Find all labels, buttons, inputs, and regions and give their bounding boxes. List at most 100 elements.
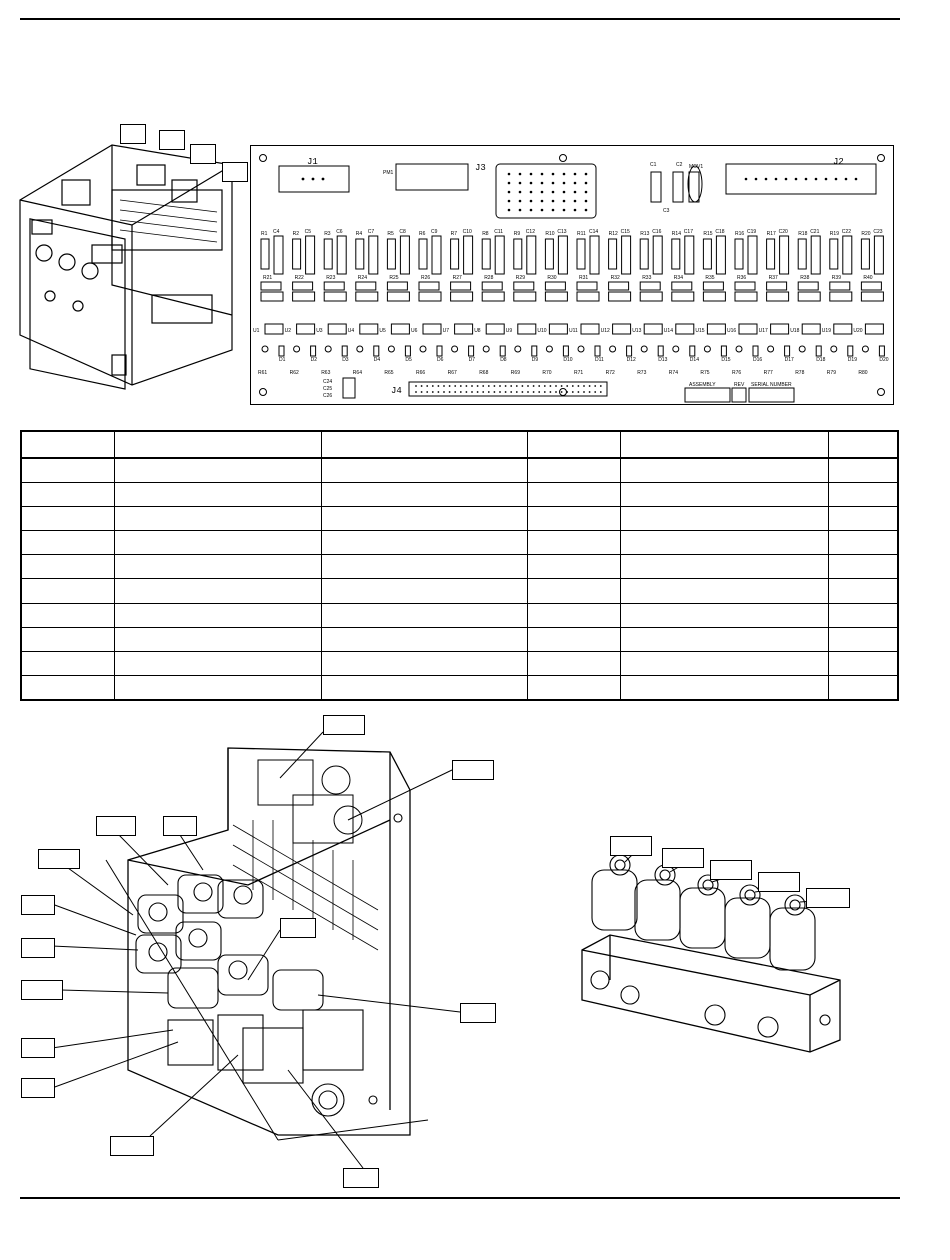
resistor-label: R76	[732, 370, 741, 376]
ic-chip	[359, 323, 379, 335]
led	[735, 345, 743, 353]
pin	[566, 385, 569, 387]
callout-box	[120, 124, 146, 144]
cap-label: C15	[621, 229, 630, 235]
pin	[515, 385, 518, 387]
diode-label: D4	[374, 357, 381, 363]
resistor	[608, 238, 618, 270]
capacitor	[273, 235, 284, 275]
component	[829, 291, 853, 302]
table-cell	[113, 578, 322, 604]
pin	[507, 208, 511, 212]
pin	[551, 199, 555, 203]
callout-box	[21, 1038, 55, 1058]
cap-label: C13	[557, 229, 566, 235]
diode	[815, 345, 822, 357]
ic-chip	[738, 323, 758, 335]
cap-label: C5	[305, 229, 312, 235]
pin	[529, 172, 533, 176]
pin	[471, 385, 473, 387]
pin	[301, 177, 305, 181]
table-cell	[526, 650, 621, 676]
connector-j1	[278, 165, 350, 193]
cap-label: C2	[676, 162, 683, 168]
mounting-hole	[559, 388, 567, 396]
pin	[493, 385, 496, 387]
pin	[834, 177, 838, 181]
connector-j4	[408, 381, 608, 397]
diode	[468, 345, 475, 357]
resistor-label: R5	[387, 231, 394, 237]
resistor	[766, 238, 776, 270]
resistor-label: R70	[542, 370, 551, 376]
callout-box	[110, 1136, 154, 1156]
ic-chip	[801, 323, 821, 335]
pin	[584, 172, 588, 176]
ic-label: U18	[790, 328, 799, 334]
cap-label: C9	[431, 229, 438, 235]
table-cell	[827, 530, 899, 556]
resistor-label: R18	[798, 231, 807, 237]
callout-box	[452, 760, 494, 780]
resistor	[292, 281, 314, 291]
callout-box	[21, 895, 55, 915]
pin	[562, 208, 566, 212]
rev-box	[731, 387, 747, 403]
ic-chip	[675, 323, 695, 335]
callout-box	[163, 816, 197, 836]
pin	[562, 190, 566, 194]
resistor-label: R3	[324, 231, 331, 237]
cap-label: C20	[779, 229, 788, 235]
ic-label: U4	[348, 328, 355, 334]
pin	[540, 172, 544, 176]
table-cell	[320, 626, 528, 652]
table-cell	[827, 626, 899, 652]
bottom-rule	[20, 1197, 900, 1199]
table-cell	[619, 457, 829, 484]
pin	[459, 391, 462, 393]
diode	[499, 345, 506, 357]
callout-box	[343, 1168, 379, 1188]
table-cell	[526, 578, 621, 604]
serial-box	[748, 387, 795, 403]
resistor-label: R80	[858, 370, 867, 376]
cap-label: C23	[873, 229, 882, 235]
resistor	[386, 238, 396, 270]
cap-label: C19	[747, 229, 756, 235]
mounting-hole	[259, 388, 267, 396]
resistor-label: R72	[606, 370, 615, 376]
diode-label: D2	[311, 357, 318, 363]
led	[672, 345, 680, 353]
capacitor	[652, 235, 663, 275]
table-row	[20, 554, 899, 580]
diode-label: D16	[753, 357, 762, 363]
table-row	[20, 457, 899, 484]
resistor-label: R1	[261, 231, 268, 237]
table-cell	[113, 457, 322, 484]
pin	[521, 391, 524, 393]
resistor-label: R79	[827, 370, 836, 376]
diode-label: D20	[879, 357, 888, 363]
pin	[540, 190, 544, 194]
manifold-drawing	[570, 830, 860, 1060]
ic-label: U10	[537, 328, 546, 334]
pin	[482, 385, 485, 387]
ic-chip	[612, 323, 632, 335]
resistor-label: R27	[453, 275, 462, 281]
pin	[804, 177, 808, 181]
resistor-label: R35	[705, 275, 714, 281]
pin	[415, 391, 417, 393]
pin	[454, 385, 457, 387]
serial-label: SERIAL NUMBER	[751, 382, 792, 388]
table-cell	[827, 602, 899, 628]
diode-label: D17	[785, 357, 794, 363]
ic-label: U20	[853, 328, 862, 334]
pin	[854, 177, 858, 181]
resistor-label: R66	[416, 370, 425, 376]
table-cell	[113, 602, 322, 628]
table-cell	[827, 674, 899, 701]
enclosure-drawing	[12, 120, 252, 390]
cap-label: C7	[368, 229, 375, 235]
resistor-label: R21	[263, 275, 272, 281]
pin	[426, 385, 429, 387]
